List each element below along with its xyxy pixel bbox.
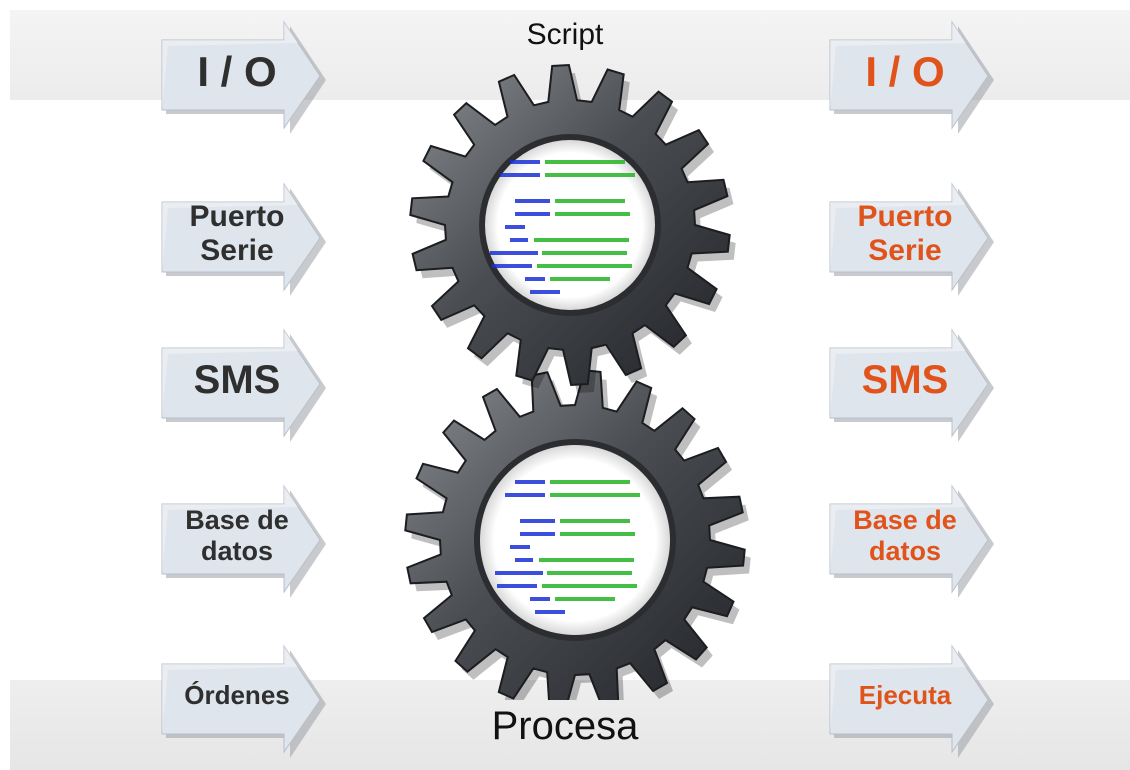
gears-illustration [404, 63, 751, 700]
code-window-bottom [495, 480, 640, 614]
procesa-caption: Procesa [491, 704, 639, 748]
output-label-puerto-serie: Puerto Serie [857, 199, 953, 268]
arrow-shape-icon [829, 484, 994, 598]
input-label-base-datos: Base de datos [185, 504, 289, 566]
script-caption: Script [526, 18, 604, 51]
output-arrow-io: I / O [826, 20, 996, 134]
arrow-shape-icon [829, 644, 994, 758]
input-label-ordenes: Órdenes [184, 680, 290, 711]
input-arrow-io: I / O [158, 20, 328, 134]
output-label-io: I / O [865, 47, 945, 95]
arrow-shape-icon [161, 644, 326, 758]
output-label-base-datos: Base de datos [853, 504, 957, 566]
gear-icon [409, 63, 736, 393]
arrow-shape-icon [829, 20, 994, 134]
output-arrow-ejecuta: Ejecuta [826, 644, 996, 758]
input-label-io: I / O [197, 47, 277, 95]
arrow-shape-icon [161, 328, 326, 442]
input-arrow-base-datos: Base de datos [158, 484, 328, 598]
input-label-sms: SMS [193, 358, 281, 402]
arrow-shape-icon [161, 20, 326, 134]
arrow-shape-icon [829, 182, 994, 296]
input-arrow-ordenes: Órdenes [158, 644, 328, 758]
output-label-sms: SMS [861, 358, 949, 402]
input-arrow-sms: SMS [158, 328, 328, 442]
arrow-shape-icon [161, 182, 326, 296]
arrow-shape-icon [829, 328, 994, 442]
output-arrow-sms: SMS [826, 328, 996, 442]
arrow-shape-icon [161, 484, 326, 598]
code-window-top [490, 160, 635, 294]
output-arrow-base-datos: Base de datos [826, 484, 996, 598]
input-arrow-puerto-serie: Puerto Serie [158, 182, 328, 296]
output-label-ejecuta: Ejecuta [858, 680, 952, 711]
input-label-puerto-serie: Puerto Serie [189, 199, 285, 268]
output-arrow-puerto-serie: Puerto Serie [826, 182, 996, 296]
